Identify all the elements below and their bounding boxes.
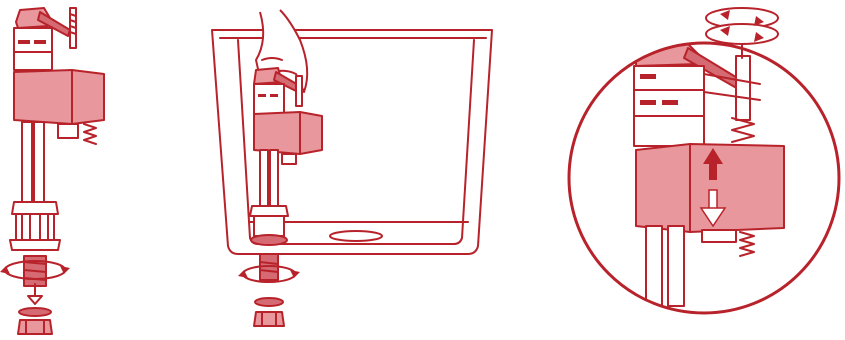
detail-adjust-screw <box>735 55 751 121</box>
tank-back-nut <box>253 311 285 327</box>
detail-guide-arms <box>703 73 761 101</box>
detail-float-clip <box>701 229 737 243</box>
head-marker <box>34 40 46 44</box>
panel-3-height-adjustment <box>567 7 841 315</box>
up-arrow-icon <box>703 148 723 180</box>
detail-shaft-right <box>667 225 685 307</box>
down-arrow-icon <box>27 283 43 305</box>
down-arrow-icon <box>699 189 727 228</box>
rotate-arrow-icon <box>238 265 300 283</box>
float-clip <box>57 123 79 139</box>
valve-shaft-left <box>21 121 33 203</box>
tank-washer <box>254 297 284 307</box>
detail-lower-spring <box>739 231 755 257</box>
tank-valve-head <box>253 83 285 115</box>
valve-shaft-right <box>33 121 45 203</box>
tank-shank-cage <box>253 215 285 237</box>
tank-float-box <box>253 111 323 155</box>
flush-outlet <box>329 230 383 242</box>
panel-1-valve-removal <box>0 7 105 335</box>
sealing-washer <box>18 307 52 317</box>
float-box <box>13 69 105 125</box>
detail-magnifier-circle <box>567 41 841 315</box>
tank-base-seal <box>250 234 288 246</box>
panel-2-tank-installation <box>211 9 493 327</box>
back-nut <box>17 319 53 335</box>
base-flange <box>9 239 61 251</box>
twist-arrows-icon <box>705 7 779 59</box>
tank-adjust-screw <box>295 75 303 107</box>
valve-head <box>13 27 53 71</box>
tank-float-clip <box>281 153 297 165</box>
adjust-screw-threads <box>69 13 77 35</box>
lock-ring <box>11 201 59 215</box>
rotate-arrow-icon <box>0 260 70 280</box>
head-marker <box>18 40 30 44</box>
detail-shaft-left <box>645 225 663 307</box>
detail-valve-head <box>633 65 705 147</box>
tank-shaft-right <box>269 149 279 207</box>
tank-lock-ring <box>249 205 289 217</box>
float-spring <box>83 123 97 145</box>
detail-spring <box>731 117 755 143</box>
lever-arm <box>37 11 71 37</box>
tank-shaft-left <box>259 149 269 207</box>
